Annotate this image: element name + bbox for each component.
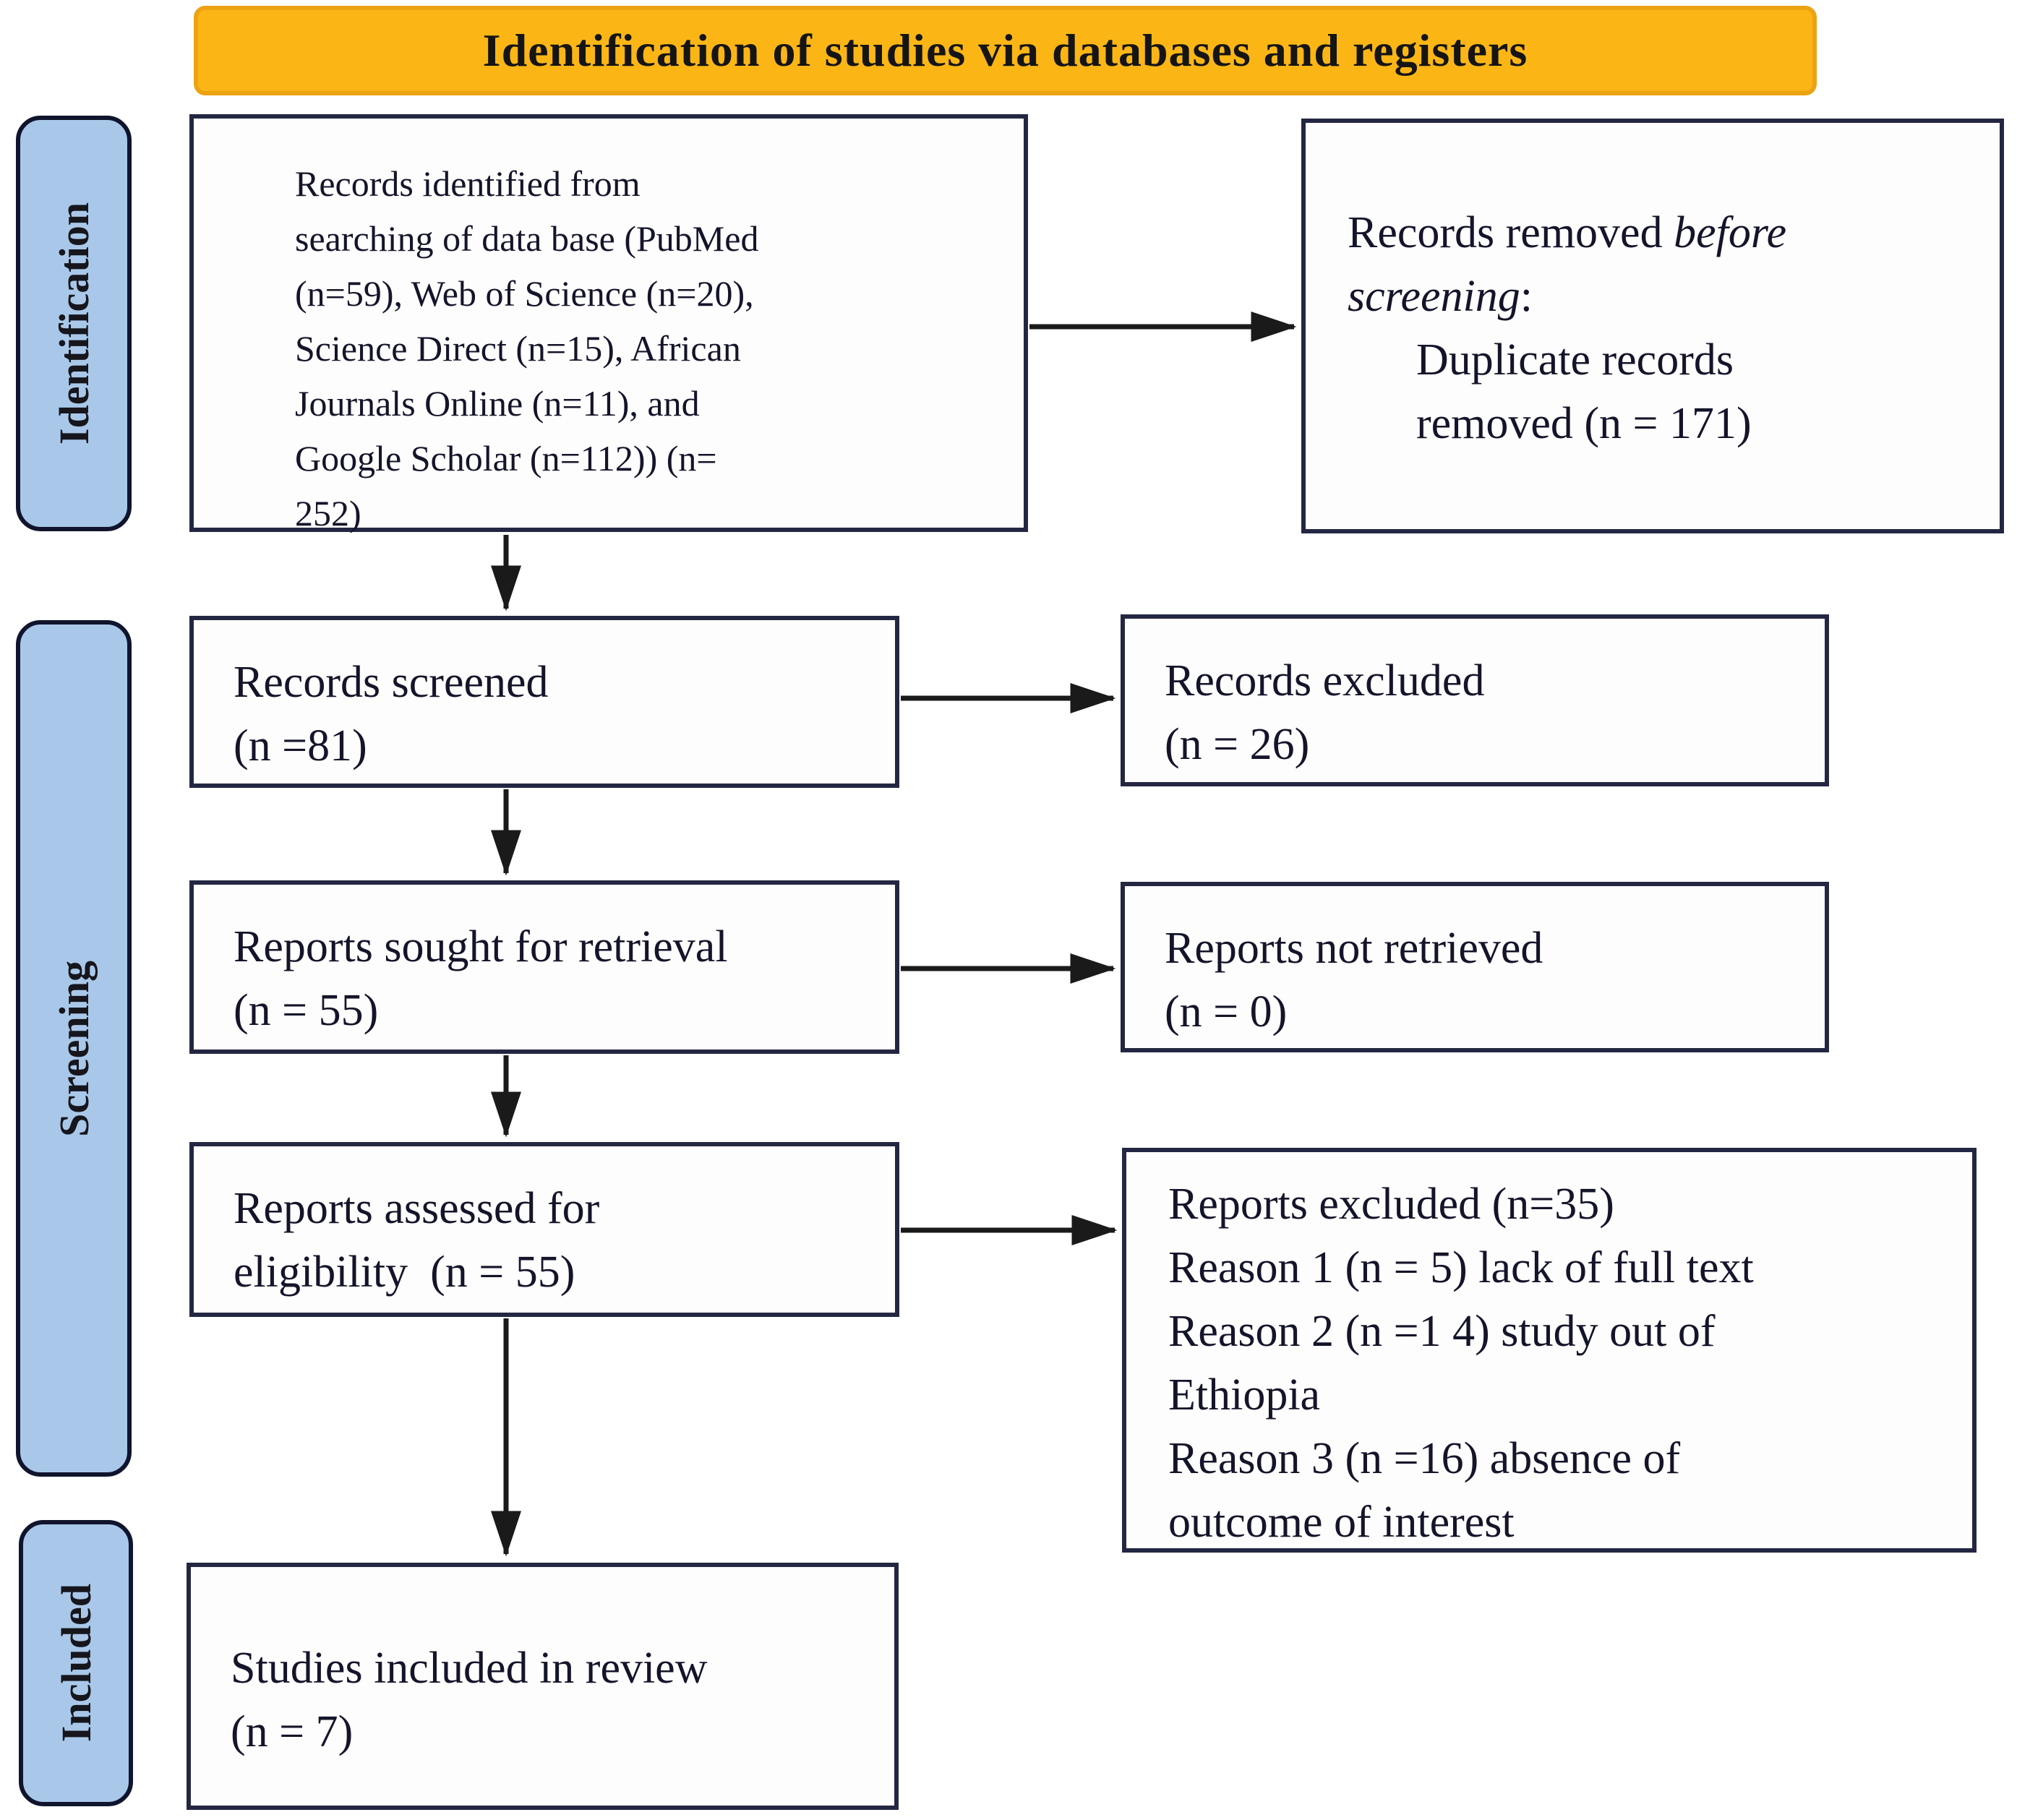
box-line: Studies included in review [231,1644,708,1693]
box-line: (n = 55) [234,986,379,1036]
stage-tab-screening: Screening [16,620,132,1477]
header-banner: Identification of studies via databases … [194,6,1817,95]
stage-tab-included: Included [19,1520,133,1806]
box-reports-not-retrieved: Reports not retrieved (n = 0) [1121,882,1829,1052]
box-line: (n = 7) [231,1707,354,1757]
box-line: (n=59), Web of Science (n=20), [295,273,754,314]
box-line: Science Direct (n=15), African [295,328,741,369]
box-line: (n = 26) [1165,720,1310,770]
box-line: Reason 1 (n = 5) lack of full text [1168,1243,1754,1293]
box-line: Reason 3 (n =16) absence of [1168,1434,1681,1484]
stage-tab-identification: Identification [16,116,132,531]
box-line: Reports not retrieved [1165,924,1543,973]
box-line: outcome of interest [1168,1498,1515,1548]
stage-label-included: Included [52,1584,100,1743]
header-title: Identification of studies via databases … [482,25,1528,76]
box-line: Records removed before [1348,201,1978,265]
box-line: searching of data base (PubMed [295,218,759,259]
box-line: Reports sought for retrieval [234,922,728,971]
box-reports-assessed: Reports assessed for eligibility (n = 55… [189,1142,899,1317]
box-line: Ethiopia [1168,1370,1321,1420]
box-line: screening: [1348,265,1978,328]
box-reports-sought: Reports sought for retrieval (n = 55) [189,880,899,1054]
box-line: 252) [295,493,361,533]
stage-label-identification: Identification [50,202,98,445]
box-records-excluded: Records excluded (n = 26) [1121,614,1829,786]
box-line: Duplicate records [1416,335,1734,385]
box-line: Records screened [234,658,549,707]
box-line: (n =81) [234,721,367,771]
removed-line2-normal: : [1520,272,1533,322]
box-line: eligibility (n = 55) [234,1248,575,1297]
box-line: removed (n = 171) [1416,399,1752,449]
box-line: Reports assessed for [234,1184,600,1233]
box-records-removed-before-screening: Records removed before screening: Duplic… [1301,119,2004,533]
box-line: Records excluded [1165,656,1485,705]
box-line: (n = 0) [1165,987,1288,1037]
box-studies-included: Studies included in review (n = 7) [187,1563,899,1810]
box-reports-excluded-reasons: Reports excluded (n=35) Reason 1 (n = 5)… [1122,1148,1977,1553]
removed-line1-normal: Records removed [1348,208,1674,257]
box-records-screened: Records screened (n =81) [189,616,899,788]
removed-line2-italic: screening [1348,272,1520,322]
box-line: Journals Online (n=11), and [295,383,700,424]
box-records-identified: Records identified from searching of dat… [189,114,1028,533]
stage-label-screening: Screening [50,960,98,1137]
removed-line1-italic: before [1674,208,1787,257]
box-line: Records identified from [295,163,641,204]
box-line: Reason 2 (n =1 4) study out of [1168,1307,1716,1357]
box-line: Google Scholar (n=112)) (n= [295,438,717,478]
box-line: Reports excluded (n=35) [1168,1180,1614,1229]
